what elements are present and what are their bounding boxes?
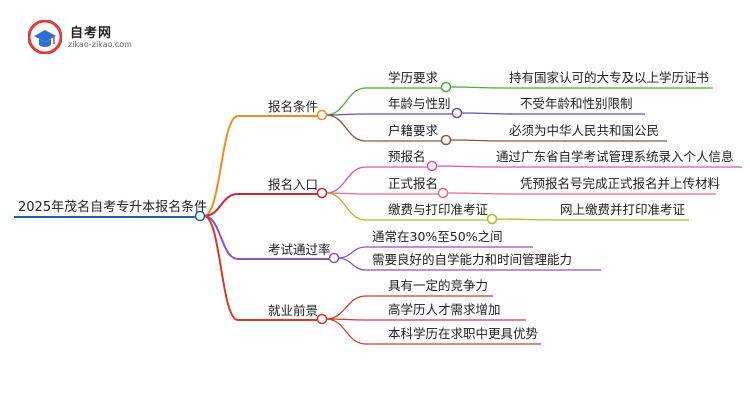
child-label: 户籍要求 bbox=[388, 123, 439, 138]
child-label: 正式报名 bbox=[388, 176, 438, 191]
detail-edge bbox=[449, 86, 506, 89]
detail-label: 必须为中华人民共和国公民 bbox=[509, 123, 659, 138]
branch-label: 考试通过率 bbox=[268, 242, 331, 257]
child-edge bbox=[337, 246, 367, 259]
logo-url: zikao-zikao.com bbox=[68, 40, 132, 49]
detail-label: 不受年龄和性别限制 bbox=[520, 96, 633, 111]
branch-edge bbox=[203, 193, 239, 217]
branch-edge bbox=[203, 115, 239, 217]
child-label: 具有一定的竞争力 bbox=[388, 278, 488, 293]
detail-edge bbox=[460, 112, 517, 115]
child-node-dot[interactable] bbox=[451, 107, 463, 119]
child-edge bbox=[337, 257, 367, 271]
branch-node-dot[interactable] bbox=[316, 313, 328, 325]
child-edge bbox=[325, 318, 367, 345]
child-label: 年龄与性别 bbox=[388, 96, 451, 111]
detail-label: 网上缴费并打印准考证 bbox=[560, 202, 686, 217]
branch-node-dot[interactable] bbox=[316, 109, 328, 121]
branch-node-dot[interactable] bbox=[328, 252, 340, 264]
child-edge bbox=[325, 87, 367, 116]
child-edge bbox=[325, 192, 367, 221]
child-node-dot[interactable] bbox=[440, 81, 452, 93]
detail-label: 通过广东省自学考试管理系统录入个人信息 bbox=[496, 149, 734, 164]
child-edge bbox=[325, 295, 367, 320]
child-node-dot[interactable] bbox=[486, 213, 498, 225]
child-label: 需要良好的自学能力和时间管理能力 bbox=[372, 252, 572, 267]
child-edge bbox=[325, 114, 367, 142]
child-label: 本科学历在求职中更具优势 bbox=[388, 326, 539, 341]
logo-title: 自考网 bbox=[70, 26, 113, 41]
branch-label: 就业前景 bbox=[268, 303, 318, 318]
detail-edge bbox=[435, 165, 493, 168]
graduation-cap-icon bbox=[28, 20, 62, 54]
branch-label: 报名入口 bbox=[268, 177, 318, 192]
child-label: 通常在30%至50%之间 bbox=[372, 229, 503, 244]
child-node-dot[interactable] bbox=[440, 134, 452, 146]
child-label: 缴费与打印准考证 bbox=[388, 202, 489, 217]
branch-edge bbox=[203, 215, 239, 321]
child-node-dot[interactable] bbox=[426, 160, 438, 172]
branch-node-dot[interactable] bbox=[316, 187, 328, 199]
site-logo[interactable]: 自考网 zikao-zikao.com bbox=[28, 20, 148, 54]
detail-label: 持有国家认可的大专及以上学历证书 bbox=[509, 70, 709, 85]
child-label: 高学历人才需求增加 bbox=[388, 302, 501, 317]
root-node-dot[interactable] bbox=[194, 210, 206, 222]
detail-edge bbox=[446, 192, 517, 195]
root-topic: 2025年茂名自考专升本报名条件 bbox=[18, 199, 207, 215]
child-edge bbox=[325, 166, 367, 194]
branch-edge bbox=[203, 215, 239, 260]
branch-label: 报名条件 bbox=[268, 99, 318, 114]
detail-edge bbox=[495, 218, 557, 221]
child-label: 预报名 bbox=[388, 149, 426, 164]
child-node-dot[interactable] bbox=[437, 187, 449, 199]
child-label: 学历要求 bbox=[388, 70, 439, 85]
detail-edge bbox=[449, 139, 506, 142]
detail-label: 凭预报名号完成正式报名并上传材料 bbox=[520, 176, 721, 191]
